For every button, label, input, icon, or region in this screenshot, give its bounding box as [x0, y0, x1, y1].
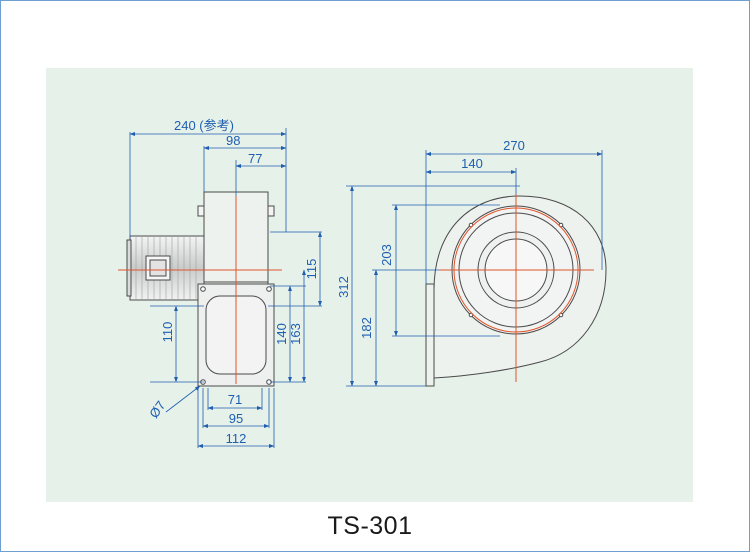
dim-140-label: 140 [461, 156, 483, 171]
side-dimension-lines [129, 132, 322, 448]
terminal-box-cover [149, 259, 167, 277]
dim-112-label: 112 [226, 431, 247, 446]
dim-95-label: 95 [229, 411, 243, 426]
dim-115-label: 115 [304, 259, 319, 280]
front-center-lines [440, 194, 594, 382]
dim-110-label: 110 [160, 322, 175, 343]
dim-163-label: 163 [288, 323, 303, 345]
motor-fins [135, 236, 197, 300]
outlet-flange [425, 283, 435, 387]
dim-270-label: 270 [503, 138, 525, 153]
dim-240-label: 240 (参考) [174, 118, 234, 133]
dim-312-label: 312 [336, 276, 351, 298]
dim-140-label: 140 [274, 323, 289, 345]
mount-hole [200, 286, 206, 292]
motor-end-cap [126, 239, 132, 297]
mount-hole [266, 286, 272, 292]
dim-71-label: 71 [228, 392, 242, 407]
dim-77-label: 77 [248, 151, 262, 166]
model-label: TS-301 [327, 512, 413, 540]
dim-203-label: 203 [379, 244, 394, 266]
side-center-lines [118, 196, 282, 384]
front-dimension-lines [350, 152, 603, 387]
dim-98-label: 98 [226, 133, 240, 148]
dim-182-label: 182 [359, 317, 374, 339]
